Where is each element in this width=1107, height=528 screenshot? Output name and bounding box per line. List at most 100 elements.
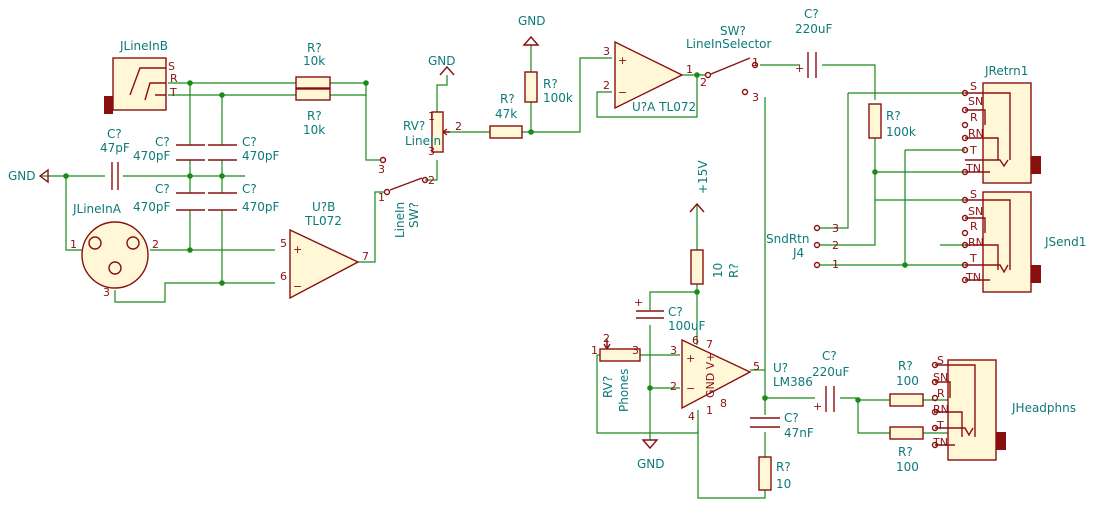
r10-lower-val: 10 xyxy=(776,477,791,491)
r100k-b-ref: R? xyxy=(886,109,901,123)
pot-linein-val: LineIn xyxy=(405,134,441,148)
svg-text:+: + xyxy=(618,54,627,67)
svg-text:+: + xyxy=(293,243,302,256)
r100k-b-val: 100k xyxy=(886,125,916,139)
r10-lower-ref: R? xyxy=(776,460,791,474)
pot-phones-val: Phones xyxy=(617,369,631,412)
svg-text:1: 1 xyxy=(752,56,759,69)
c100-ref: C? xyxy=(668,305,683,319)
r100-up-ref: R? xyxy=(898,359,913,373)
c47-ref: C? xyxy=(107,127,122,141)
svg-text:1: 1 xyxy=(706,404,713,417)
c3-ref: C? xyxy=(155,182,170,196)
gnd-symbol-pot xyxy=(439,65,455,76)
capacitor-220uf-top xyxy=(807,52,817,78)
svg-text:−: − xyxy=(618,86,627,99)
jretrn-t: T xyxy=(969,144,977,157)
r-top-ref: R? xyxy=(307,41,322,55)
gnd-symbol-top xyxy=(522,35,540,46)
svg-text:+: + xyxy=(634,296,643,309)
c3-val: 470pF xyxy=(133,200,171,214)
r100k-a-val: 100k xyxy=(543,91,573,105)
xlr-connector xyxy=(81,221,149,289)
svg-text:−: − xyxy=(293,280,302,293)
opamp-b-val: TL072 xyxy=(304,214,342,228)
jh-rn: RN xyxy=(933,403,949,416)
jsend-t: T xyxy=(969,252,977,265)
resistor-10k-bottom xyxy=(295,88,331,101)
c1-ref: C? xyxy=(155,135,170,149)
power-15v-symbol xyxy=(689,202,705,213)
capacitor-100uf xyxy=(636,310,664,319)
svg-text:1: 1 xyxy=(832,258,839,271)
svg-text:1: 1 xyxy=(591,344,598,357)
svg-text:−: − xyxy=(686,382,695,395)
r100-low-ref: R? xyxy=(898,445,913,459)
r100k-a-ref: R? xyxy=(543,77,558,91)
jh-tn: TN xyxy=(932,436,948,449)
svg-text:8: 8 xyxy=(720,397,727,410)
r100-low-val: 100 xyxy=(896,460,919,474)
junctions xyxy=(63,72,908,403)
c47-val: 47pF xyxy=(100,141,130,155)
sw-sel-val: LineInSelector xyxy=(686,37,772,51)
jlineinb-pin-t: T xyxy=(169,86,177,99)
svg-text:6: 6 xyxy=(280,270,287,283)
wires xyxy=(40,45,965,499)
svg-text:3: 3 xyxy=(603,45,610,58)
jh-sn: SN xyxy=(933,371,948,384)
c47n-val: 47nF xyxy=(784,426,814,440)
r-bot-val: 10k xyxy=(303,123,325,137)
jretrn-s: S xyxy=(970,80,977,93)
jlineinb-pin-r: R xyxy=(170,72,178,85)
jlinea-label: JLineInA xyxy=(72,202,122,216)
r10-upper-ref: R? xyxy=(727,263,741,278)
jsend-sn: SN xyxy=(968,205,983,218)
svg-text:1: 1 xyxy=(428,110,435,123)
jh-t: T xyxy=(936,419,944,432)
gnd-top-label: GND xyxy=(518,14,546,28)
svg-text:+: + xyxy=(813,400,822,413)
jheadphns-label: JHeadphns xyxy=(1011,401,1076,415)
capacitors-470pf xyxy=(176,144,237,211)
connector-j4 xyxy=(813,224,821,269)
resistor-47k xyxy=(489,125,523,139)
jretrn-sn: SN xyxy=(968,95,983,108)
c2-ref: C? xyxy=(242,135,257,149)
c2-val: 470pF xyxy=(242,149,280,163)
resistor-10-upper xyxy=(690,249,704,285)
lm386-ref: U? xyxy=(773,361,788,375)
pot-linein-ref: RV? xyxy=(403,119,425,133)
svg-text:3: 3 xyxy=(632,344,639,357)
jretrn-r: R xyxy=(970,111,978,124)
pot-phones-ref: RV? xyxy=(601,376,615,398)
sw-sel-ref: SW? xyxy=(720,24,746,38)
sw-linein-ref: SW? xyxy=(407,202,421,228)
j4-val: SndRtn xyxy=(766,232,810,246)
resistor-100-lower xyxy=(889,426,924,440)
power-15v-label: +15V xyxy=(696,160,710,194)
resistor-100k-a xyxy=(524,71,538,103)
r100-up-val: 100 xyxy=(896,374,919,388)
svg-text:2: 2 xyxy=(603,332,610,345)
svg-text:3: 3 xyxy=(832,222,839,235)
gnd-symbol-bottom xyxy=(641,439,659,450)
svg-text:1: 1 xyxy=(70,238,77,251)
svg-text:+: + xyxy=(686,352,695,365)
jretrn-label: JRetrn1 xyxy=(984,64,1028,78)
svg-text:2: 2 xyxy=(832,239,839,252)
svg-text:2: 2 xyxy=(455,120,462,133)
c220-bot-val: 220uF xyxy=(812,365,850,379)
opamp-b xyxy=(289,228,360,300)
svg-text:5: 5 xyxy=(753,360,760,373)
resistor-10-lower xyxy=(758,456,772,491)
svg-text:4: 4 xyxy=(688,410,695,423)
svg-text:3: 3 xyxy=(378,163,385,176)
c4-ref: C? xyxy=(242,182,257,196)
jh-s: S xyxy=(937,354,944,367)
jsend-s: S xyxy=(970,188,977,201)
c220-bot-ref: C? xyxy=(822,349,837,363)
jsend-r: R xyxy=(970,220,978,233)
r47k-val: 47k xyxy=(495,107,517,121)
svg-text:6: 6 xyxy=(692,334,699,347)
